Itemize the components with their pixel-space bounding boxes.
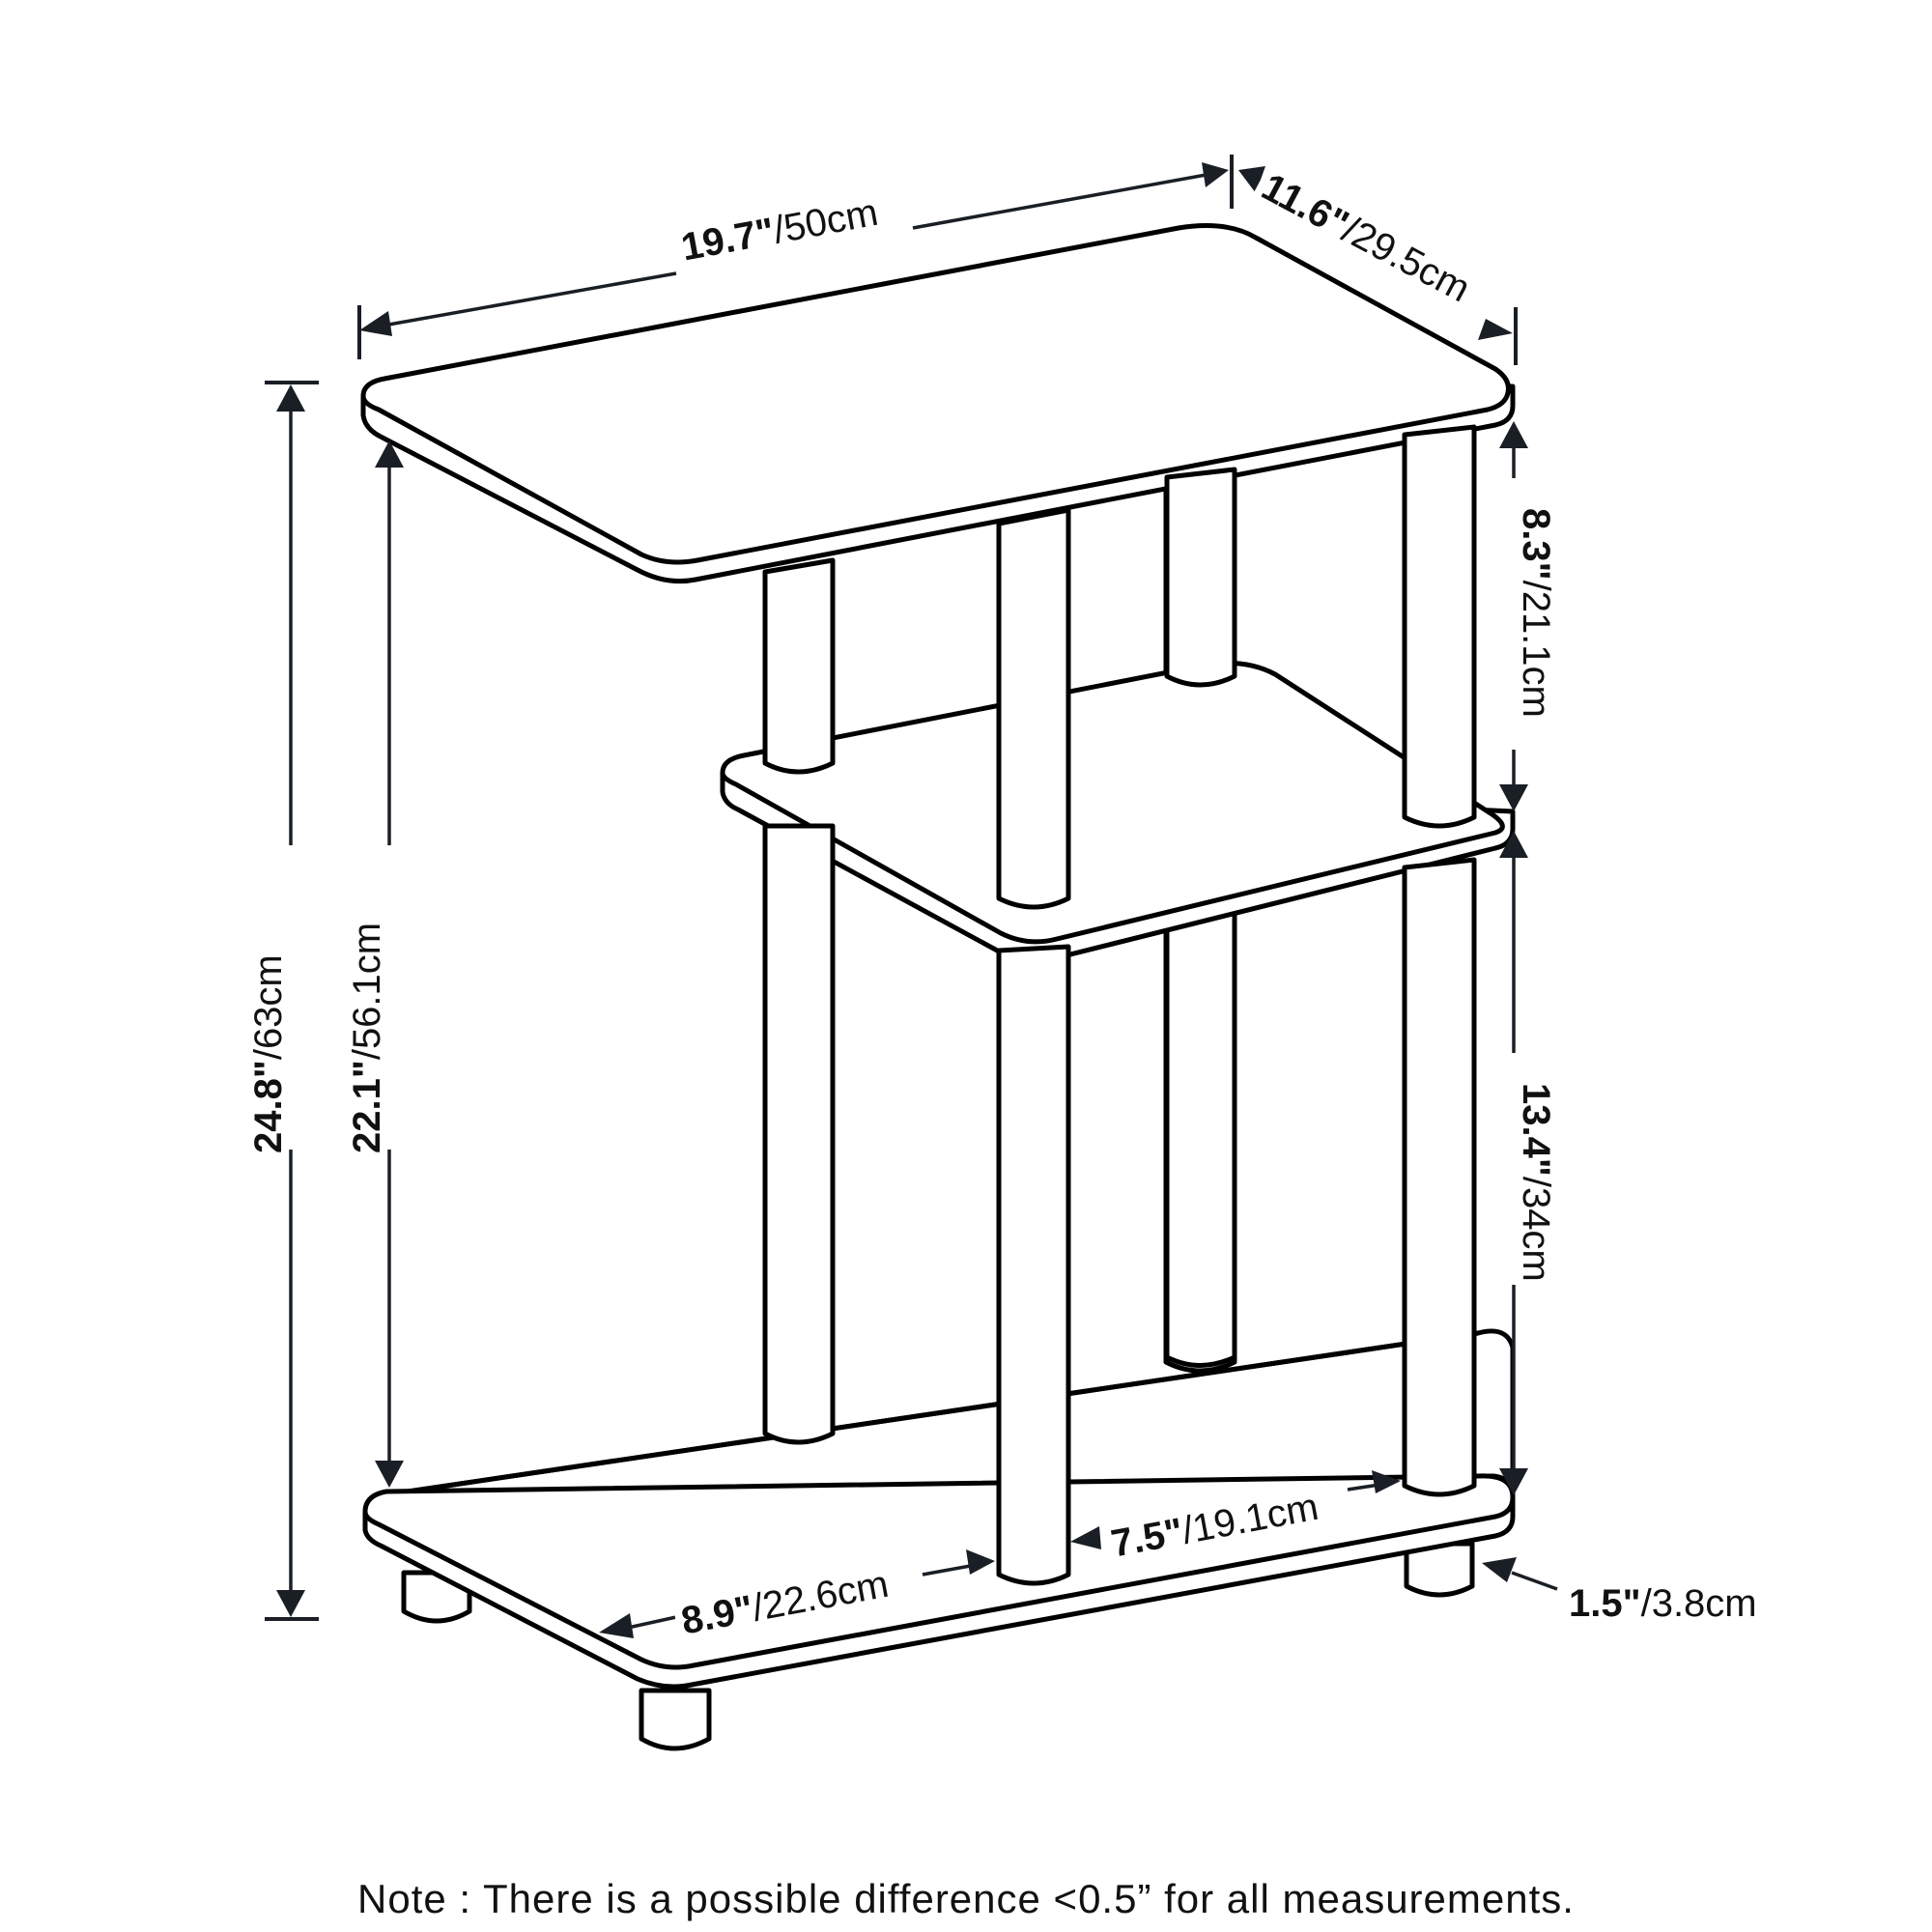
dimension-depth	[1238, 166, 1518, 365]
dimension-foot-height	[1482, 1557, 1558, 1591]
total-height-metric: /63cm	[247, 954, 290, 1061]
dimension-top-shelf-height	[375, 440, 404, 1488]
top-shelf-height-label: 22.1"/56.1cm	[346, 916, 388, 1159]
front-post-lower	[996, 944, 1071, 1586]
upper-clearance-imperial: 8.3"	[1515, 508, 1557, 581]
rear-center-post-upper	[1164, 467, 1237, 688]
left-post-lower	[762, 823, 836, 1445]
upper-clearance-label: 8.3"/21.1cm	[1515, 502, 1557, 724]
foot-height-imperial: 1.5"	[1569, 1582, 1641, 1625]
foot-height-label: 1.5"/3.8cm	[1563, 1584, 1763, 1623]
measurement-note: Note : There is a possible difference <0…	[357, 1876, 1575, 1921]
foot-back-right	[1404, 1541, 1475, 1598]
top-shelf	[360, 223, 1516, 584]
bottom-shelf-final	[362, 1473, 1516, 1690]
dimension-total-height	[265, 381, 319, 1621]
dimension-upper-clearance	[1499, 421, 1528, 811]
right-post-lower	[1402, 857, 1477, 1497]
right-post-upper	[1402, 424, 1477, 829]
rear-center-post-lower	[1164, 905, 1237, 1368]
lower-clearance-label: 13.4"/34cm	[1515, 1077, 1557, 1288]
lower-clearance-imperial: 13.4"	[1515, 1083, 1557, 1177]
foot-height-metric: /3.8cm	[1640, 1582, 1757, 1625]
middle-shelf	[720, 660, 1516, 964]
left-post-upper	[762, 557, 836, 775]
dimension-lower-clearance	[1499, 831, 1528, 1495]
top-shelf-height-metric: /56.1cm	[346, 922, 388, 1061]
dimension-inner-width	[1070, 1470, 1401, 1549]
front-post-upper	[996, 507, 1071, 910]
upper-clearance-metric: /21.1cm	[1515, 580, 1557, 718]
foot-front	[639, 1688, 712, 1751]
total-height-label: 24.8"/63cm	[247, 949, 290, 1159]
total-height-imperial: 24.8"	[247, 1060, 290, 1153]
dimension-inner-depth	[599, 1549, 995, 1638]
lower-clearance-metric: /34cm	[1515, 1176, 1557, 1282]
top-shelf-height-imperial: 22.1"	[346, 1060, 388, 1153]
dimension-width	[357, 155, 1234, 359]
